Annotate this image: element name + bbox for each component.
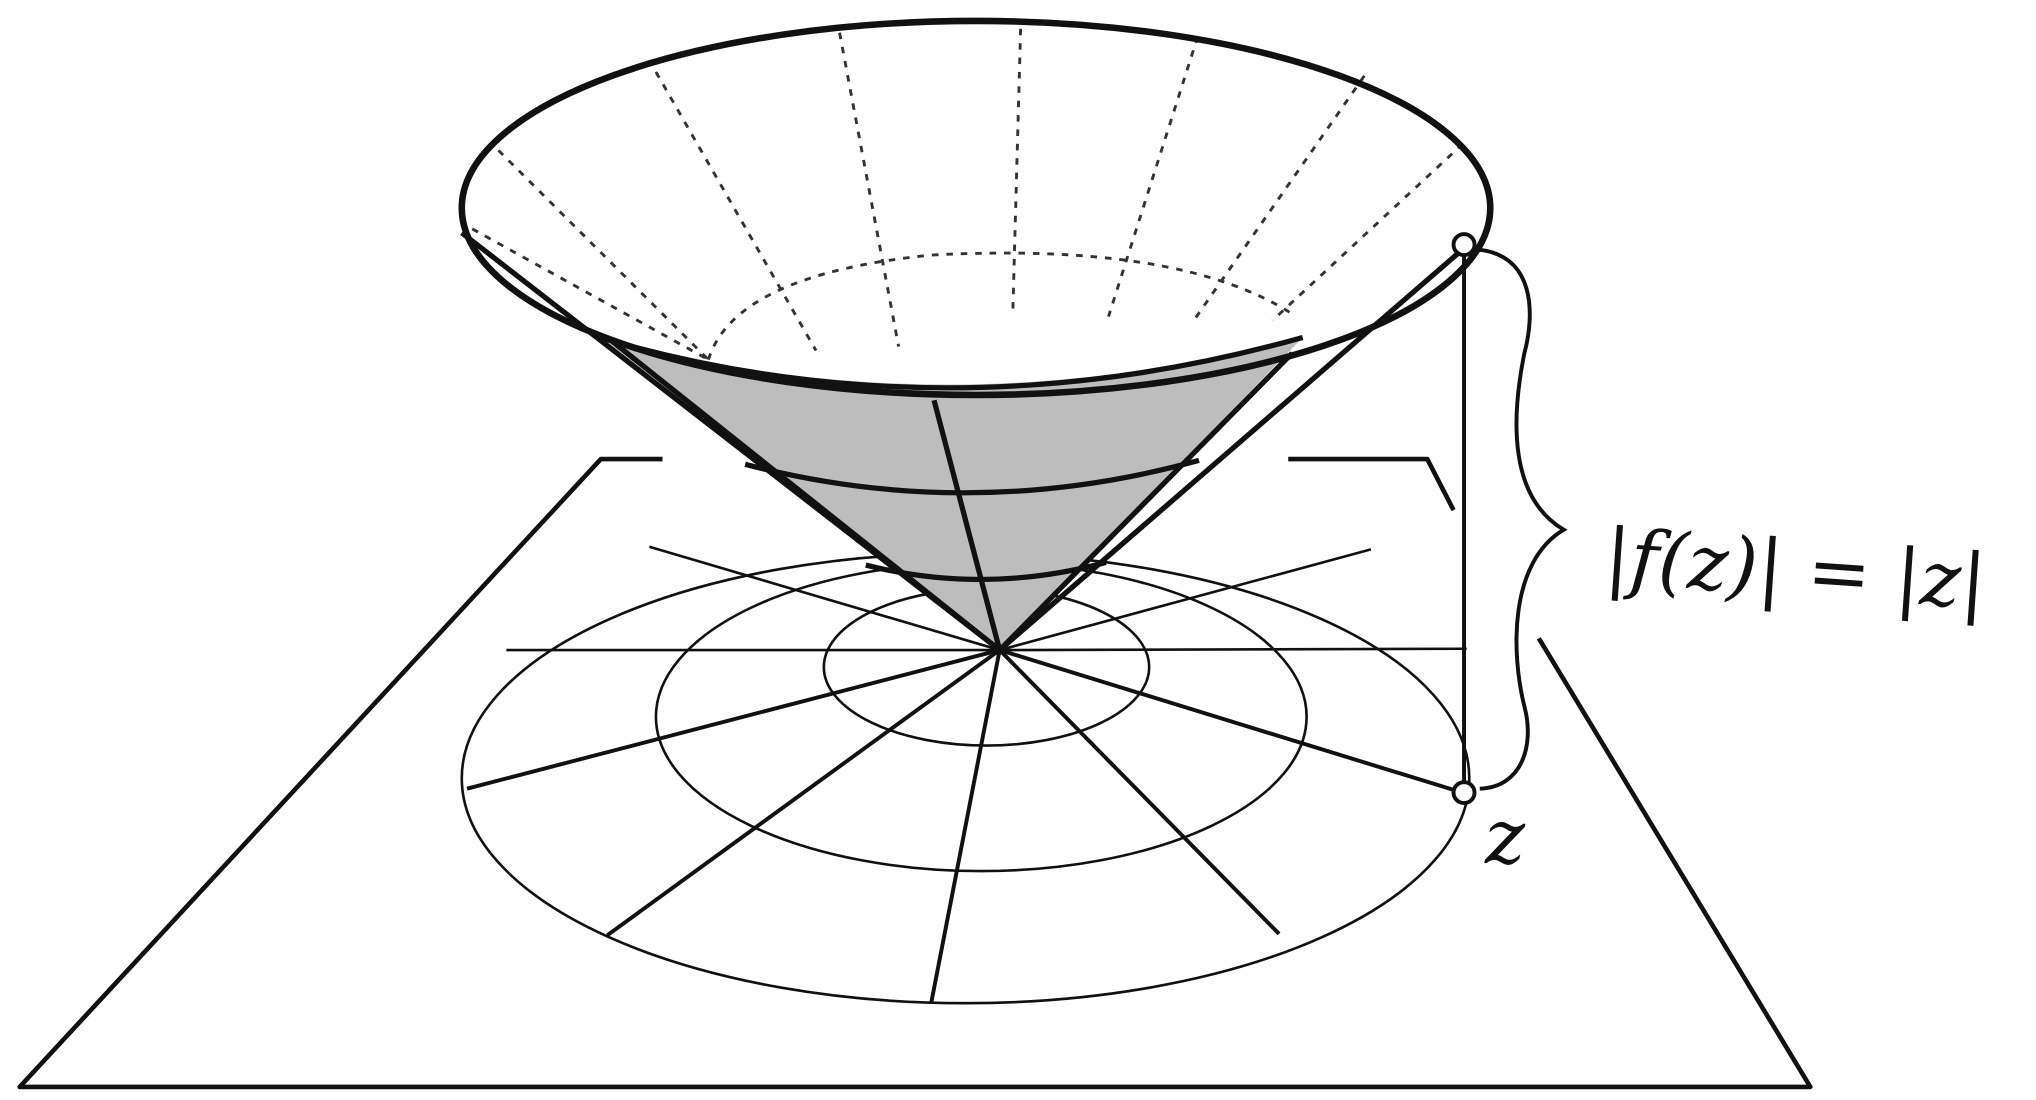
cone-point-marker	[1451, 232, 1477, 258]
plane-back-right-edge	[1288, 456, 1456, 512]
cone-hidden-lines	[471, 28, 1464, 361]
hidden-ruling	[1271, 142, 1464, 322]
polar-ray	[929, 649, 1002, 1003]
cone-level-curve-middle	[744, 457, 1200, 496]
z-point-label: z	[1484, 792, 1526, 881]
cone-ruling	[997, 351, 1295, 652]
plane-outline	[17, 456, 1813, 1090]
cone-rim	[458, 17, 1494, 399]
polar-ray	[648, 545, 1001, 652]
hidden-ruling	[654, 71, 818, 352]
polar-ray	[606, 648, 1001, 937]
cone-rulings	[605, 335, 1295, 653]
hidden-ruling	[1107, 36, 1200, 317]
polar-ray	[466, 648, 1001, 791]
hidden-ruling	[1011, 28, 1023, 314]
polar-ray	[998, 648, 1281, 936]
height-brace	[1479, 247, 1568, 791]
cone-side-right	[997, 243, 1469, 653]
z-point-marker	[1451, 780, 1477, 806]
modulus-label: |f(z)| = |z|	[1602, 511, 1990, 626]
polar-ray	[999, 647, 1467, 652]
cone-ruling	[605, 335, 1002, 653]
hidden-ruling	[471, 227, 710, 361]
hidden-ruling	[838, 32, 901, 347]
polar-ray	[999, 548, 1372, 652]
hidden-level-curve	[707, 251, 1293, 361]
hidden-ruling	[1192, 75, 1366, 322]
cone-level-curve-lower	[865, 559, 1107, 583]
hidden-ruling	[497, 149, 710, 361]
cone-ruling	[931, 399, 1003, 651]
polar-ray	[999, 648, 1468, 796]
